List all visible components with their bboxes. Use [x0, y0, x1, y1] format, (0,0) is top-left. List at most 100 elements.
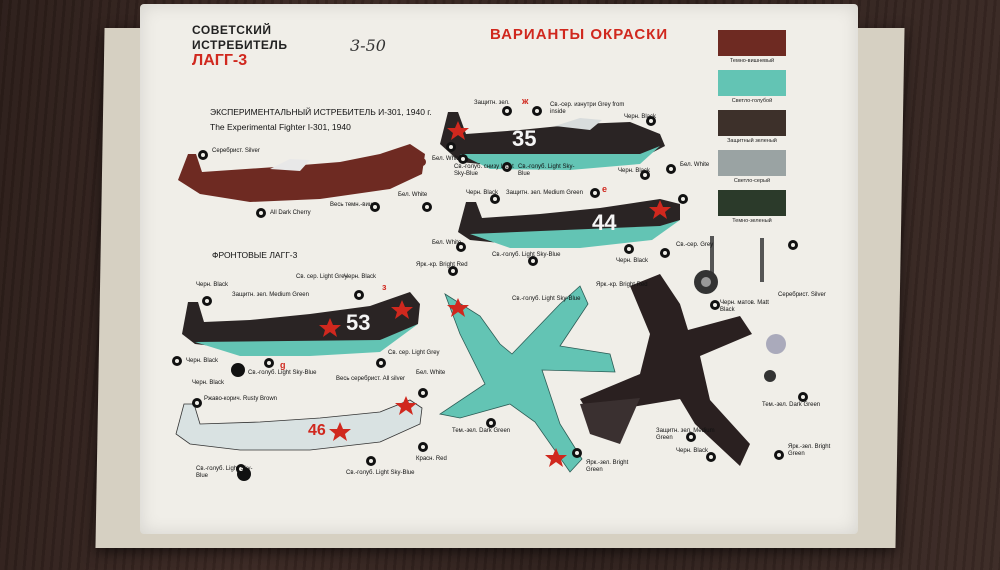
aircraft-planform-dark [580, 274, 752, 466]
callout-dot [376, 358, 386, 368]
swatch-sky-blue [718, 70, 786, 96]
callout-dot [532, 106, 542, 116]
label-light-sky-blue: Св.-голуб. снизу Light Sky-Blue [454, 164, 514, 177]
label-black: Черн. Black [186, 358, 218, 364]
callout-dot [458, 154, 468, 164]
callout-dot [172, 356, 182, 366]
callout-dot [490, 194, 500, 204]
label-white: Бел. White [432, 240, 462, 246]
label-light-sky-blue: Св.-голуб. Light Sky-Blue [346, 470, 415, 476]
callout-dot [456, 242, 466, 252]
label-white: Бел. White [416, 370, 446, 376]
callout-dot [528, 256, 538, 266]
aircraft-46 [175, 396, 423, 481]
callout-dot [640, 170, 650, 180]
callout-dot [256, 208, 266, 218]
label-black: Черн. Black [676, 448, 708, 454]
callout-dot [486, 418, 496, 428]
label-grey: Св.-сер. Grey [676, 242, 714, 248]
label-medium-green: Защитн. зел. Medium Green [656, 428, 715, 441]
marker-letter: g [280, 360, 286, 370]
label-light-blue: Св.-голуб. Light Sky-Blue [492, 252, 561, 258]
callout-dot [366, 456, 376, 466]
callout-dot [448, 266, 458, 276]
number-46: 46 [308, 422, 326, 439]
callout-dot [264, 358, 274, 368]
callout-dot [774, 450, 784, 460]
label-dark-cherry: All Dark Cherry [270, 210, 311, 216]
label-silver: Серебрист. Silver [212, 148, 260, 154]
label-dark-green: Тем.-зел. Dark Green [452, 428, 511, 434]
callout-dot [590, 188, 600, 198]
title-line1: СОВЕТСКИЙ [192, 23, 272, 37]
swatch-medium-green [718, 110, 786, 136]
front-title-ru: ФРОНТОВЫЕ ЛАГГ-3 [212, 250, 298, 260]
number-53: 53 [346, 310, 371, 335]
landing-gear-detail [694, 236, 786, 382]
swatch-label: Темно-зеленый [732, 218, 772, 224]
label-green-ru: Защитн. зел. [474, 100, 510, 106]
title-model: ЛАГГ-3 [192, 52, 248, 69]
swatch-light-grey [718, 150, 786, 176]
label-white: Бел. White [398, 192, 428, 198]
number-44: 44 [592, 210, 617, 235]
label-light-sky-blue-2: Св.-голуб. Light Sky-Blue [518, 164, 575, 177]
swatch-dark-green [718, 190, 786, 216]
label-black: Черн. Black [618, 168, 650, 174]
label-black: Черн. Black [192, 380, 224, 386]
label-matt-black: Черн. матов. Matt Black [720, 300, 769, 313]
swatch-label: Темно-вишневый [729, 58, 775, 64]
callout-dot [710, 300, 720, 310]
callout-dot [236, 464, 246, 474]
callout-dot [202, 296, 212, 306]
label-light-grey: Св. сер. Light Grey [388, 350, 440, 356]
callout-dot [798, 392, 808, 402]
callout-dot [418, 442, 428, 452]
callout-dot [370, 202, 380, 212]
label-light-sky-blue: Св.-голуб. Light Sky-Blue [196, 466, 253, 479]
label-black: Черн. Black [466, 190, 498, 196]
label-white: Бел. White [432, 156, 462, 162]
aircraft-illustrations [175, 112, 786, 481]
marker-letter: ж [522, 96, 529, 106]
swatch-cherry [718, 30, 786, 56]
label-black: Черн. Black [624, 114, 656, 120]
experimental-title-en: The Experimental Fighter I-301, 1940 [210, 122, 351, 132]
label-black: Черн. Black [344, 274, 376, 280]
swatch-label: Светло-голубой [731, 98, 773, 104]
callout-dot [646, 116, 656, 126]
title-line2: ИСТРЕБИТЕЛЬ [192, 38, 288, 52]
label-bright-red: Ярк.-кр. Bright Red [596, 282, 648, 288]
label-all-silver: Весь серебрист. All silver [336, 376, 405, 382]
label-silver: Серебрист. Silver [778, 292, 826, 298]
callout-dot [198, 150, 208, 160]
label-dark-green: Тем.-зел. Dark Green [762, 402, 821, 408]
callout-dot [502, 106, 512, 116]
schemes-title: ВАРИАНТЫ ОКРАСКИ [490, 26, 669, 43]
label-white: Бел. White [680, 162, 710, 168]
label-bright-red: Ярк.-кр. Bright Red [416, 262, 468, 268]
instruction-sheet: СОВЕТСКИЙ ИСТРЕБИТЕЛЬ ЛАГГ-3 3-50 ВАРИАН… [140, 4, 858, 534]
label-medium-green: Защитн. зел. Medium Green [506, 190, 583, 196]
callout-dot [192, 398, 202, 408]
swatch-label: Светло-серый [733, 178, 771, 184]
experimental-title-ru: ЭКСПЕРИМЕНТАЛЬНЫЙ ИСТРЕБИТЕЛЬ И-301, 194… [210, 107, 432, 117]
label-all-cherry-ru: Весь темн.-вишн. [330, 202, 379, 208]
label-light-sky-blue: Св.-голуб. Light Sky-Blue [248, 370, 317, 376]
aircraft-44 [458, 199, 680, 248]
callout-dot [502, 162, 512, 172]
callout-dot [706, 452, 716, 462]
label-rusty-brown: Ржаво-корич. Rusty Brown [204, 396, 277, 402]
swatch-label: Защитный зеленый [727, 138, 777, 144]
handwritten-note: 3-50 [350, 36, 386, 55]
label-black: Черн. Black [196, 282, 228, 288]
label-bright-green: Ярк.-зел. Bright Green [788, 444, 831, 457]
callout-dot [666, 164, 676, 174]
label-bright-green: Ярк.-зел. Bright Green [586, 460, 629, 473]
callout-dot [354, 290, 364, 300]
callout-dot [678, 194, 688, 204]
callout-dot [686, 432, 696, 442]
marker-letter: е [602, 184, 608, 194]
callout-dot [422, 202, 432, 212]
callout-dot [660, 248, 670, 258]
